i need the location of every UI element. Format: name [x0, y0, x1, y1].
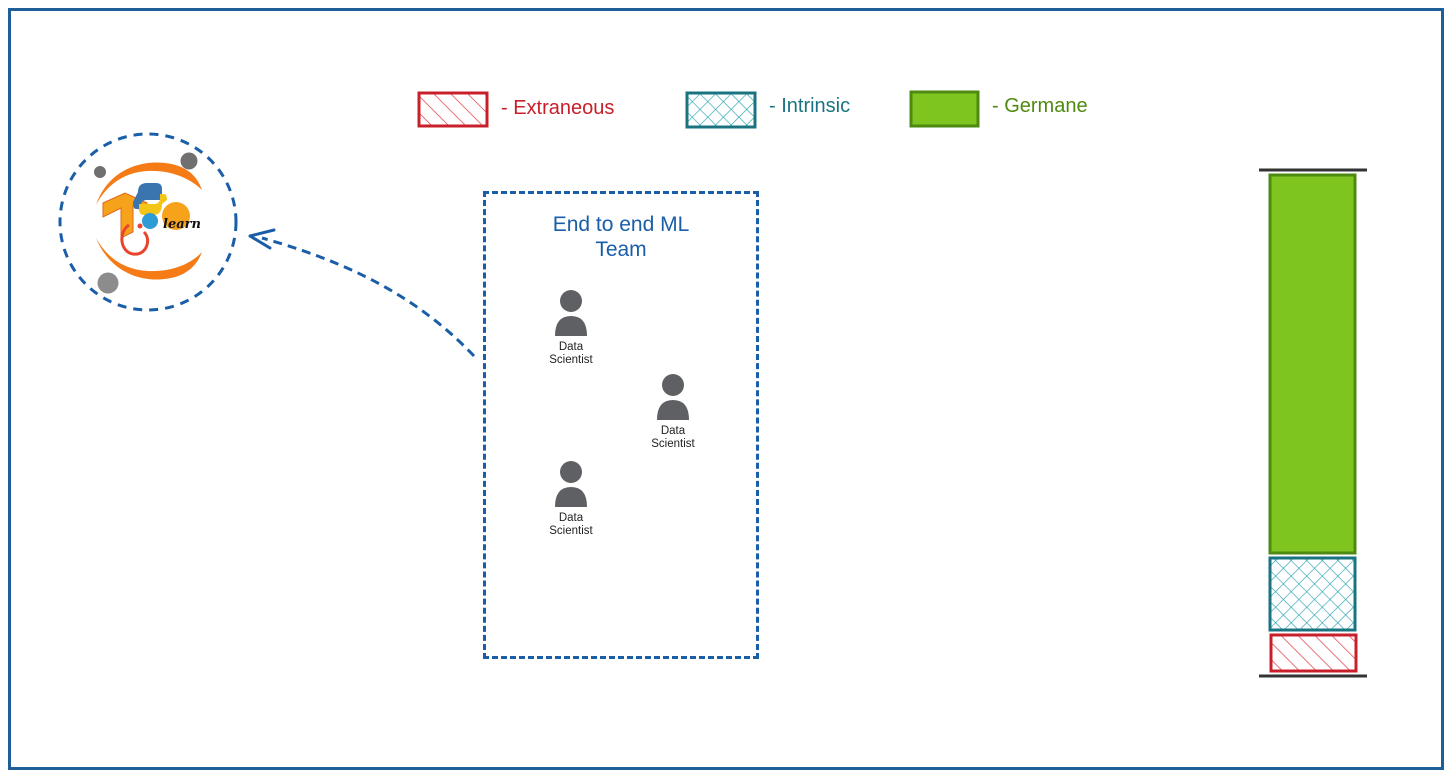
- member-role-line1: Data: [558, 512, 584, 524]
- diagram-frame: [8, 8, 1444, 770]
- team-member: Data Scientist: [526, 459, 616, 538]
- member-role-line1: Data: [660, 425, 686, 437]
- logo-learn-text: learn: [163, 217, 201, 232]
- person-icon: [657, 374, 689, 420]
- team-member: Data Scientist: [628, 372, 718, 451]
- cognitive-load-stack: [1259, 168, 1367, 678]
- team-container: [483, 191, 759, 659]
- stack-extraneous-segment: [1269, 633, 1358, 673]
- person-icon: [555, 290, 587, 336]
- legend-swatch-extraneous: [417, 91, 489, 128]
- stack-germane-segment: [1268, 173, 1357, 555]
- member-role-line2: Scientist: [549, 525, 593, 537]
- ml-tools-logo: learn: [58, 132, 238, 312]
- team-member: Data Scientist: [526, 288, 616, 367]
- legend-label-extraneous: - Extraneous: [501, 97, 615, 119]
- team-title: End to end ML Team: [483, 212, 759, 262]
- team-title-line1: End to end ML: [552, 213, 690, 236]
- legend-label-intrinsic: - Intrinsic: [769, 95, 851, 117]
- member-role-line2: Scientist: [549, 354, 593, 366]
- team-to-logo-arrow: [248, 228, 476, 358]
- member-role-line2: Scientist: [651, 438, 695, 450]
- team-title-line2: Team: [595, 238, 647, 261]
- legend-swatch-intrinsic: [685, 91, 757, 129]
- person-icon: [555, 461, 587, 507]
- legend-swatch-germane: [909, 90, 980, 128]
- stack-intrinsic-segment: [1268, 556, 1357, 632]
- legend-label-germane: - Germane: [992, 95, 1088, 117]
- member-role-line1: Data: [558, 341, 584, 353]
